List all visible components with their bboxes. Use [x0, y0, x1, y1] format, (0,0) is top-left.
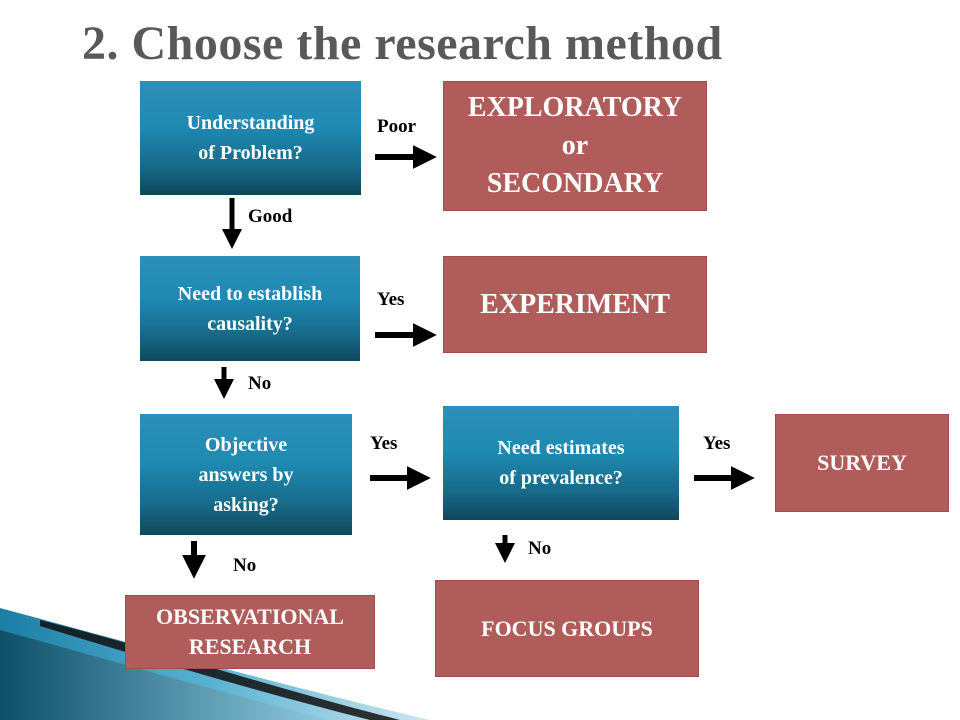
node-objective-answers: Objective answers by asking?: [140, 414, 352, 535]
result-exploratory-line1: EXPLORATORY: [467, 92, 683, 123]
edge-label-yes-objective: Yes: [370, 433, 398, 454]
node-understanding-line2: of Problem?: [198, 142, 303, 164]
result-focus-groups-label: FOCUS GROUPS: [481, 615, 653, 641]
node-objective-line3: asking?: [213, 493, 279, 516]
node-causality-line1: Need to establish: [177, 282, 323, 305]
result-survey: SURVEY: [775, 414, 949, 512]
result-exploratory-secondary: EXPLORATORY or SECONDARY: [443, 81, 707, 211]
result-experiment-label: EXPERIMENT: [480, 288, 670, 320]
edge-label-poor: Poor: [377, 116, 417, 137]
result-exploratory-line3: SECONDARY: [486, 168, 664, 199]
edge-label-no-observational: No: [233, 555, 257, 576]
result-observational-research: OBSERVATIONAL RESEARCH: [125, 595, 375, 669]
result-observational-line2: RESEARCH: [188, 634, 312, 659]
edge-label-no-focus-groups: No: [528, 538, 552, 559]
result-survey-label: SURVEY: [817, 450, 907, 475]
node-understanding-problem: Understanding of Problem?: [140, 81, 361, 195]
node-causality-line2: causality?: [207, 312, 293, 335]
swoosh-band-dark: [0, 630, 330, 720]
node-prevalence-line2: of prevalence?: [499, 467, 623, 489]
slide-title: 2. Choose the research method: [82, 17, 723, 70]
edge-label-good: Good: [248, 206, 293, 227]
node-establish-causality: Need to establish causality?: [140, 256, 360, 361]
node-objective-line2: answers by: [198, 463, 294, 486]
node-objective-line1: Objective: [204, 433, 288, 456]
edge-label-yes-survey: Yes: [703, 433, 731, 454]
edge-label-yes-experiment: Yes: [377, 289, 405, 310]
result-observational-line1: OBSERVATIONAL: [156, 604, 344, 629]
node-estimates-prevalence: Need estimates of prevalence?: [443, 406, 679, 520]
edge-label-no-causality: No: [248, 373, 272, 394]
node-prevalence-line1: Need estimates: [497, 437, 625, 459]
result-exploratory-line2: or: [561, 130, 589, 161]
result-experiment: EXPERIMENT: [443, 256, 707, 353]
result-focus-groups: FOCUS GROUPS: [435, 580, 699, 677]
node-understanding-line1: Understanding: [186, 112, 315, 134]
